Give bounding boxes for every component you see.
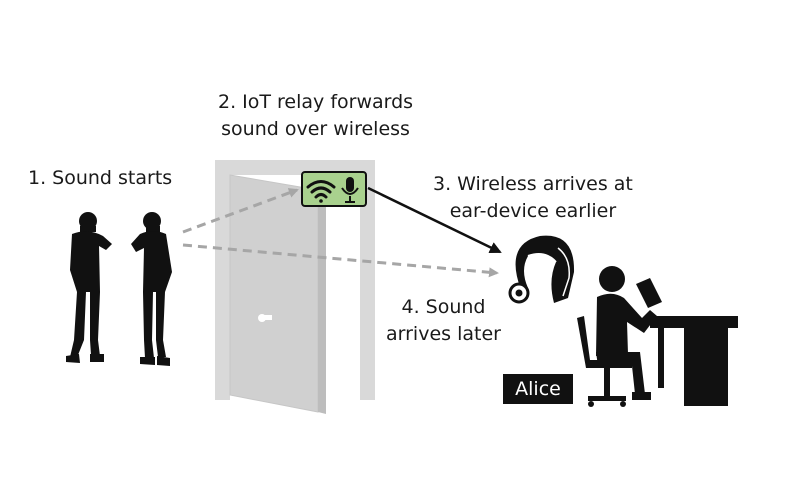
person-left — [66, 212, 112, 363]
sound-to-relay-arrow — [182, 188, 299, 234]
step-4-line-1: 4. Sound — [401, 296, 486, 318]
step-3-label: 3. Wireless arrives at ear-device earlie… — [433, 171, 633, 225]
step-1-label: 1. Sound starts — [28, 165, 172, 192]
wireless-to-device-arrow — [367, 186, 502, 254]
step-3-line-1: 3. Wireless arrives at — [433, 173, 633, 195]
hearing-aid-icon — [508, 235, 575, 304]
door-knob-icon — [258, 314, 272, 322]
sound-to-device-arrow — [182, 243, 499, 278]
step-3-line-2: ear-device earlier — [449, 200, 617, 222]
step-1-text: 1. Sound starts — [28, 167, 173, 189]
step-2-label: 2. IoT relay forwards sound over wireles… — [218, 89, 413, 143]
wifi-icon — [306, 180, 336, 203]
step-4-label: 4. Sound arrives later — [386, 294, 501, 348]
door — [215, 160, 375, 414]
microphone-icon — [341, 177, 359, 203]
desk — [650, 316, 738, 406]
person-right — [131, 212, 172, 366]
step-4-line-2: arrives later — [386, 323, 501, 345]
alice-figure — [577, 266, 662, 407]
step-2-line-1: 2. IoT relay forwards — [218, 91, 414, 113]
alice-name-badge: Alice — [503, 374, 573, 404]
iot-relay — [301, 171, 367, 207]
step-2-line-2: sound over wireless — [221, 118, 410, 140]
